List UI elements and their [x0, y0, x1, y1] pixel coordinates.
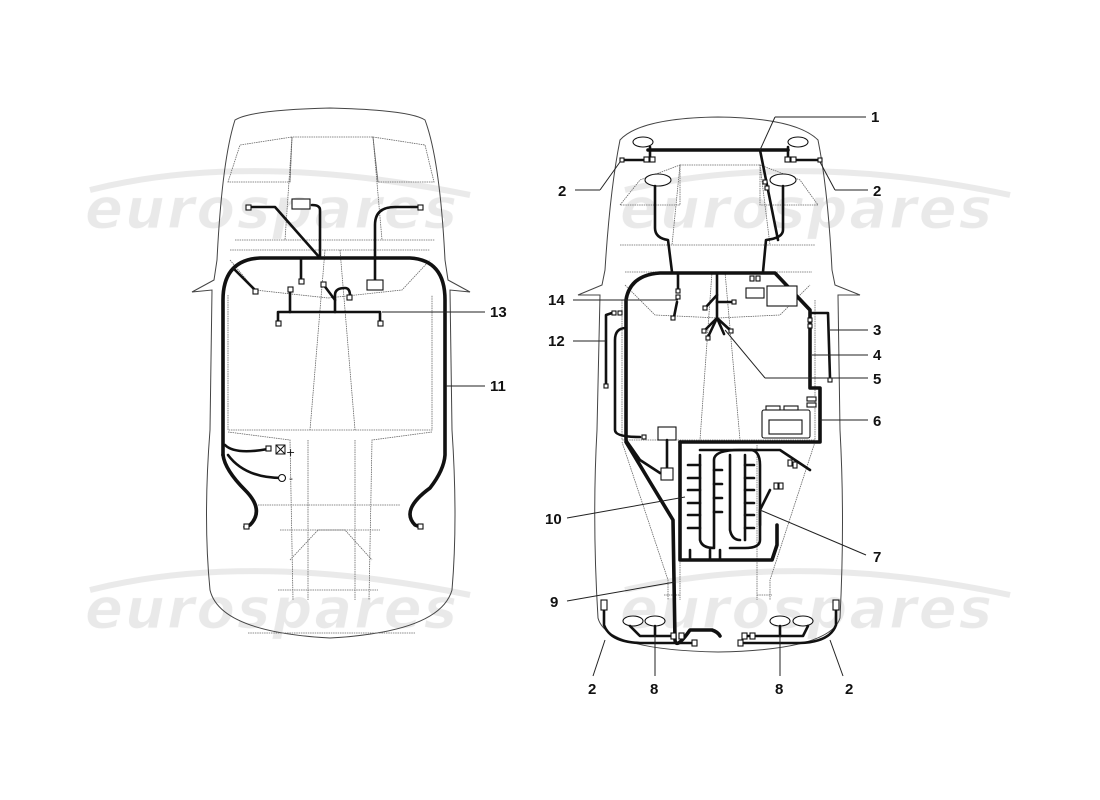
- watermark-layer: eurospares eurospares eurospares eurospa…: [84, 168, 1011, 643]
- battery-positive-icon: +: [275, 444, 295, 459]
- right-callouts: 1 2 2 3 4 5 6 14 12 10 7 9 2 8 8 2: [545, 109, 882, 698]
- harness-9: [624, 440, 722, 646]
- callout-3: 3: [873, 322, 881, 339]
- callout-2: 2: [873, 183, 881, 200]
- tail-lamp: [622, 615, 644, 627]
- right-car-view: [566, 116, 868, 677]
- headlamp: [787, 136, 809, 148]
- callout-8: 8: [650, 681, 658, 698]
- harness-11: [221, 256, 447, 529]
- battery-negative-symbol: -: [289, 472, 293, 485]
- harness-12: [604, 311, 614, 387]
- callout-14: 14: [548, 292, 565, 309]
- tail-lamp: [792, 615, 814, 627]
- watermark-text: eurospares: [85, 177, 459, 242]
- watermark-text: eurospares: [620, 177, 994, 242]
- callout-2: 2: [558, 183, 566, 200]
- left-callouts: 13 11: [490, 304, 507, 395]
- headlamp: [644, 173, 672, 187]
- callout-5: 5: [873, 371, 881, 388]
- harness-10: [678, 440, 779, 562]
- tail-lamp: [769, 615, 791, 627]
- callout-10: 10: [545, 511, 562, 528]
- car-body-outline: [191, 107, 471, 639]
- callout-11: 11: [490, 378, 506, 395]
- callout-7: 7: [873, 549, 881, 566]
- headlamp: [632, 136, 654, 148]
- callout-13: 13: [490, 304, 507, 321]
- watermark-text: eurospares: [85, 577, 459, 642]
- callout-6: 6: [873, 413, 881, 430]
- harness-8: [628, 624, 677, 638]
- left-car-view: + -: [191, 107, 485, 639]
- car-body-outline: [577, 116, 861, 653]
- headlamp: [769, 173, 797, 187]
- svg-text:+: +: [286, 446, 295, 459]
- tail-lamp: [644, 615, 666, 627]
- harness-4: [624, 271, 822, 444]
- callout-2: 2: [845, 681, 853, 698]
- harness-13: [276, 310, 382, 324]
- callout-4: 4: [873, 347, 882, 364]
- callout-8: 8: [775, 681, 783, 698]
- callout-9: 9: [550, 594, 558, 611]
- callout-2: 2: [588, 681, 596, 698]
- harness-2-rear: [602, 606, 694, 645]
- harness-3: [808, 311, 832, 380]
- callout-1: 1: [871, 109, 879, 126]
- callout-12: 12: [548, 333, 565, 350]
